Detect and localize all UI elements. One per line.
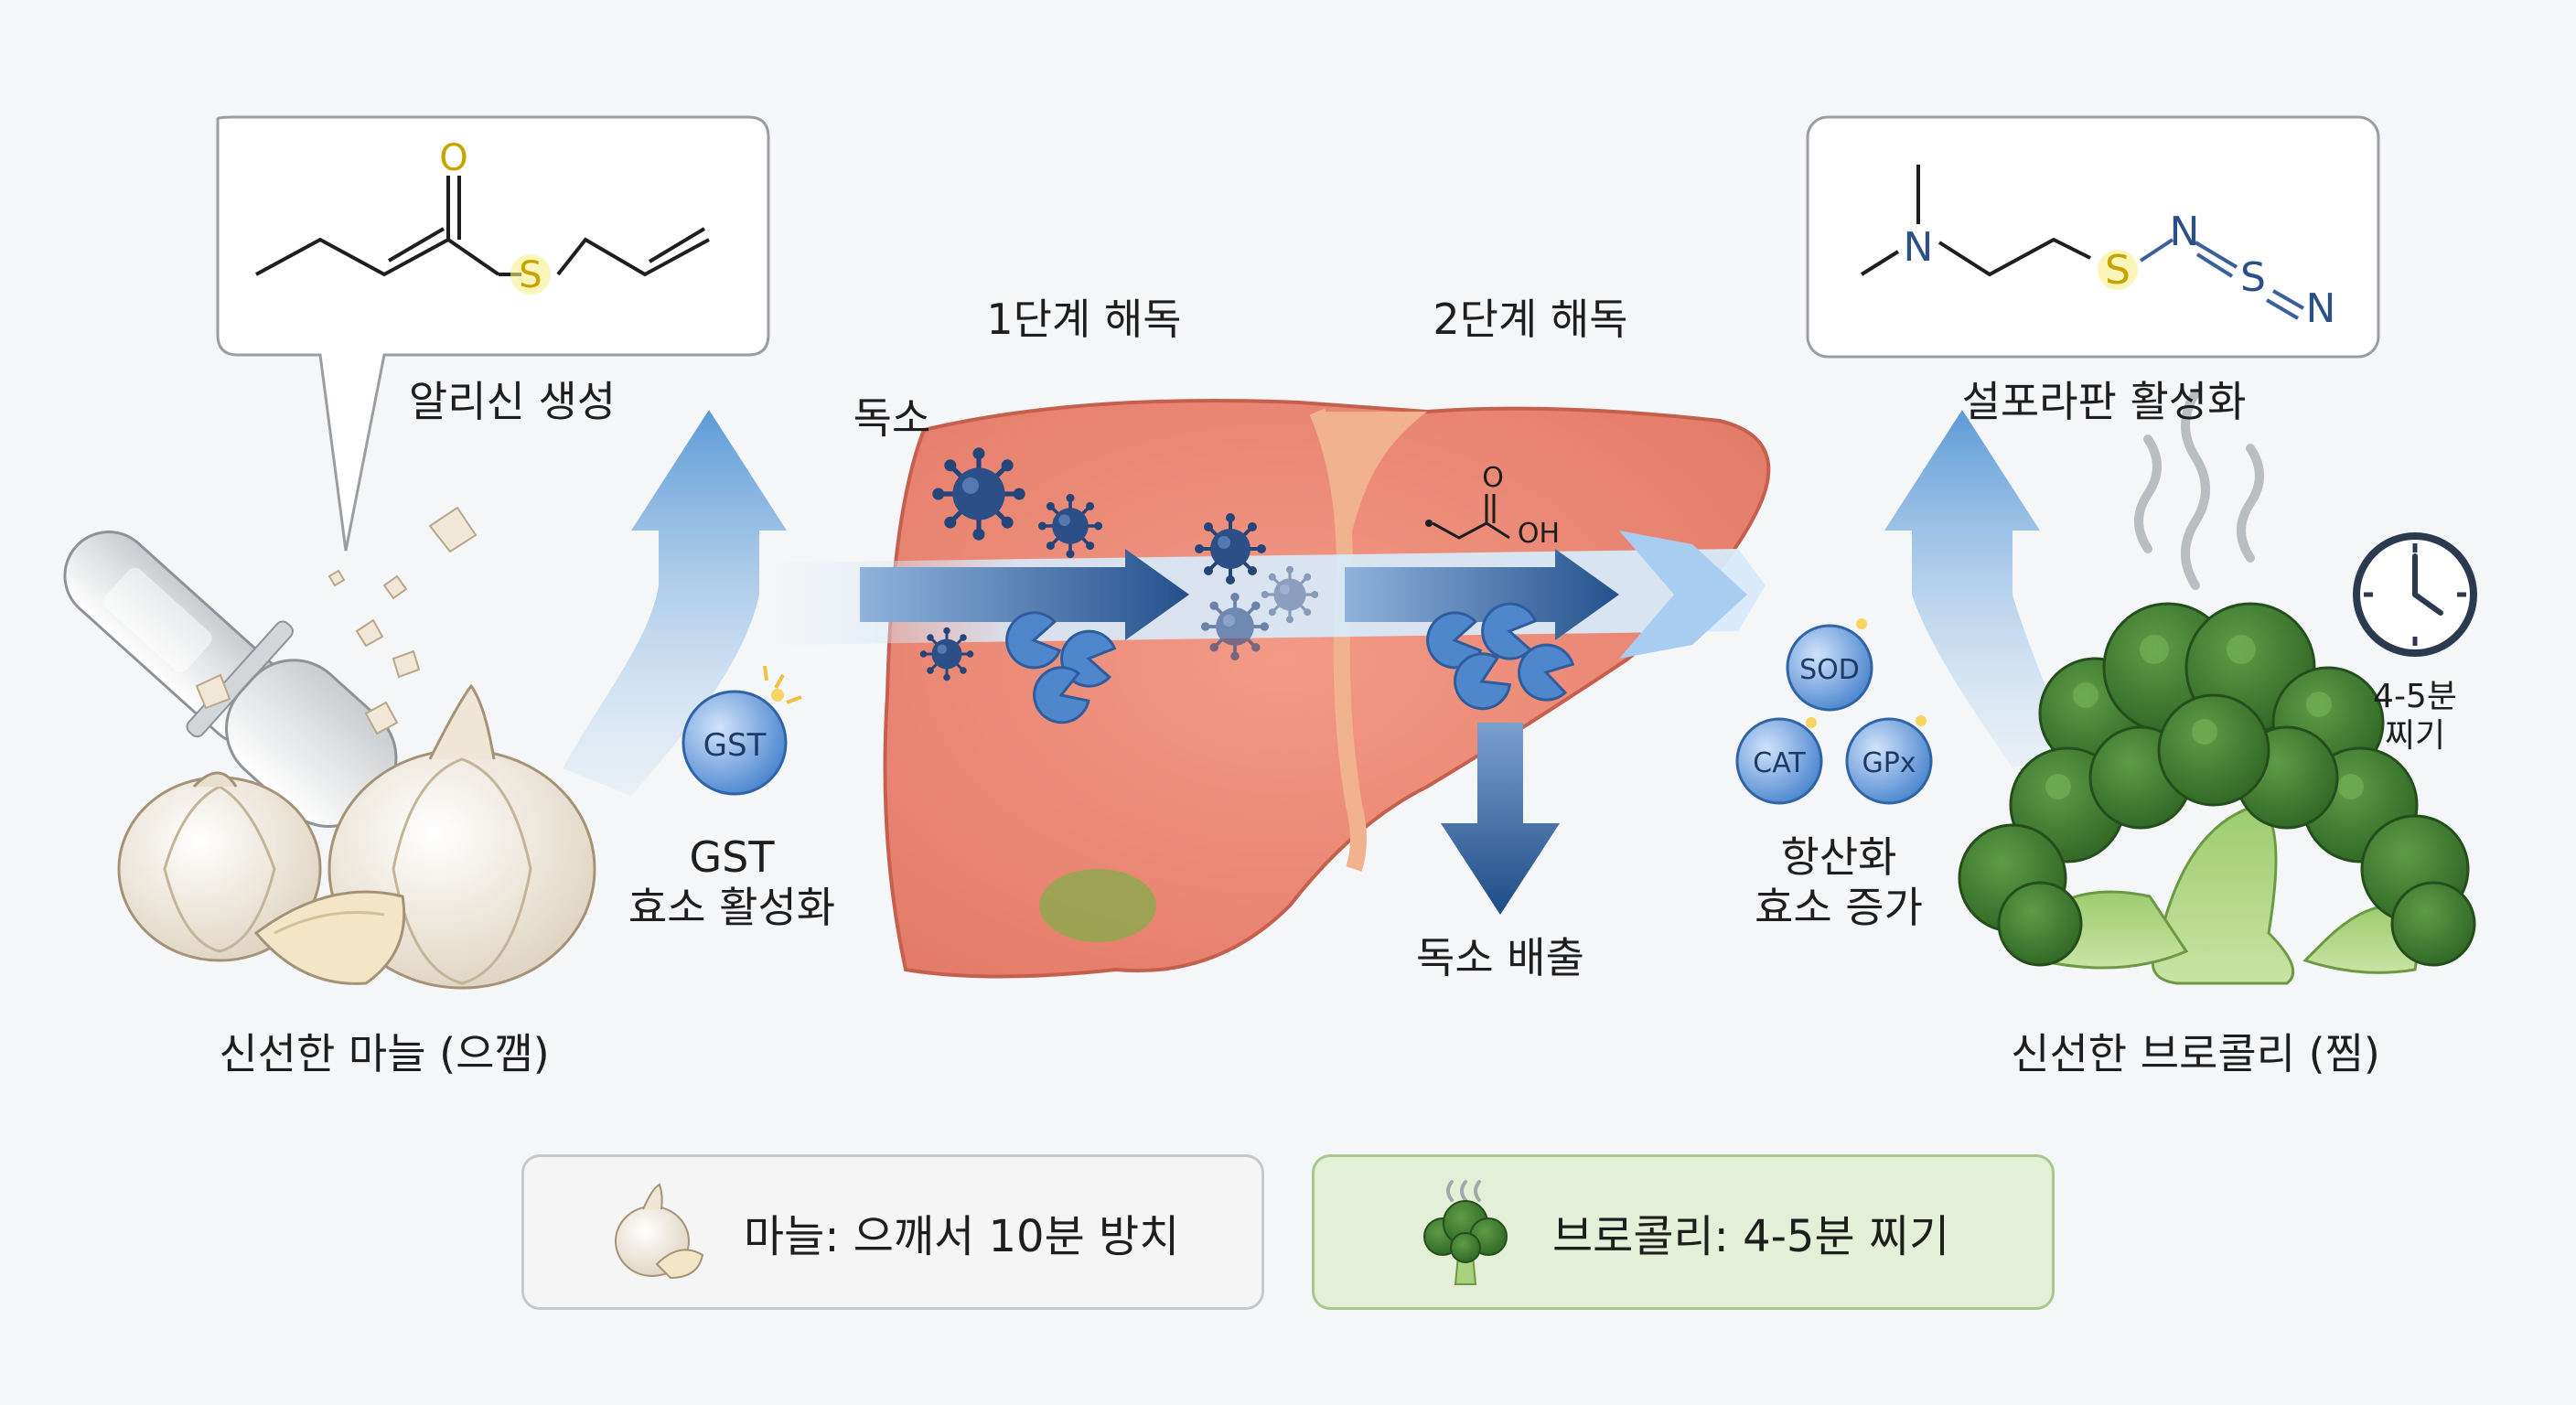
sulforaphane-caption: 설포라판 활성화: [1961, 377, 2247, 426]
nitrogen-atom-2: N: [2170, 209, 2200, 255]
garlic-tip-card: 마늘: 으깨서 10분 방치: [521, 1154, 1264, 1310]
phase2-label: 2단계 해독: [1433, 295, 1628, 344]
garlic-tip-text: 마늘: 으깨서 10분 방치: [744, 1211, 1180, 1262]
broccoli-small-icon: [1423, 1180, 1508, 1285]
liver-icon: [883, 399, 1771, 979]
gst-caption-line2: 효소 활성화: [628, 883, 836, 933]
gst-caption: GST 효소 활성화: [628, 832, 835, 933]
garlic-up-arrow: [563, 410, 787, 796]
nitrogen-atom-3: N: [2306, 285, 2336, 332]
metabolite-oxygen: O: [1482, 462, 1504, 494]
sulfur-atom: S: [519, 254, 542, 296]
timer-caption-line2: 찌기: [2384, 717, 2446, 756]
oxygen-atom: O: [439, 137, 467, 179]
broccoli-up-arrow: [1884, 410, 2072, 768]
flow-arrow-exit: [1619, 531, 1747, 659]
garlic-food-label: 신선한 마늘 (으깸): [219, 1029, 550, 1078]
phase1-label: 1단계 해독: [986, 295, 1182, 344]
allicin-caption: 알리신 생성: [408, 377, 617, 426]
metabolite-hydroxyl: OH: [1518, 518, 1560, 550]
toxin-label: 독소: [853, 393, 931, 443]
antioxidant-caption-line2: 효소 증가: [1755, 883, 1923, 933]
broccoli-food-label: 신선한 브로콜리 (찜): [2011, 1029, 2380, 1078]
garlic-small-icon: [615, 1183, 704, 1280]
sulfur-atom-broccoli: S: [2105, 247, 2131, 294]
timer-caption: 4-5분 찌기: [2373, 677, 2457, 756]
nitrogen-atom: N: [1904, 224, 1934, 271]
broccoli-molecule-box: [1806, 115, 2380, 359]
sulfur-atom-2: S: [2240, 254, 2266, 301]
gst-enzyme-bubble: [682, 665, 802, 796]
broccoli-tip-card: 브로콜리: 4-5분 찌기: [1312, 1154, 2055, 1310]
gst-badge-label: GST: [703, 727, 767, 764]
carboxylic-acid-molecule: [1425, 494, 1510, 540]
antioxidant-caption-line1: 항산화: [1780, 832, 1897, 882]
timer-caption-line1: 4-5분: [2373, 678, 2457, 715]
cat-enzyme-bubble: [1735, 717, 1823, 805]
gpx-label: GPx: [1862, 747, 1916, 779]
clock-icon: [2353, 532, 2477, 657]
antioxidant-caption: 항산화 효소 증가: [1755, 832, 1923, 933]
steam-icon: [2134, 389, 2264, 590]
flow-arrow-phase1: [860, 549, 1189, 640]
gst-caption-line1: GST: [689, 832, 775, 882]
sod-label: SOD: [1799, 654, 1860, 686]
excretion-label: 독소 배출: [1416, 933, 1584, 982]
flow-arrow-phase2: [1345, 549, 1619, 640]
cat-label: CAT: [1753, 747, 1806, 779]
gpx-enzyme-bubble: [1845, 715, 1933, 805]
broccoli-icon: [1958, 602, 2476, 985]
garlic-molecule-box: O S: [216, 115, 770, 552]
excretion-arrow: [1441, 723, 1560, 915]
broccoli-tip-text: 브로콜리: 4-5분 찌기: [1552, 1211, 1950, 1262]
mortar-pestle-icon: [63, 506, 478, 828]
garlic-bulbs-icon: [117, 683, 596, 990]
sod-enzyme-bubble: [1786, 618, 1873, 712]
